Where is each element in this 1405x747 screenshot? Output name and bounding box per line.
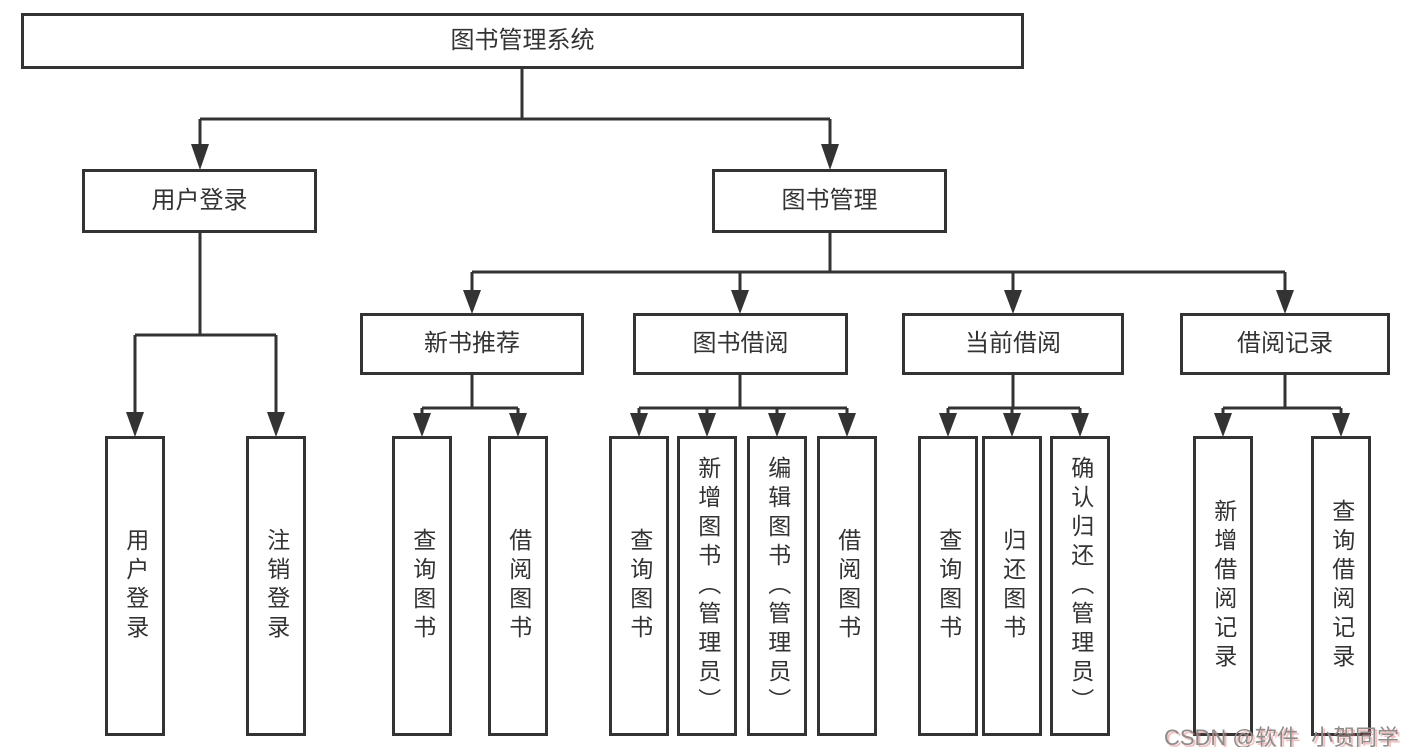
node-user-login: 用户登录 bbox=[82, 169, 317, 233]
node-book-management: 图书管理 bbox=[712, 169, 947, 233]
leaf-add-books-admin: 新增图书（管理员） bbox=[677, 436, 737, 736]
leaf-logout: 注销登录 bbox=[246, 436, 306, 736]
csdn-watermark: CSDN @软件_小贺同学 bbox=[1163, 725, 1399, 747]
leaf-query-books-1: 查询图书 bbox=[392, 436, 452, 736]
node-new-book-recommend: 新书推荐 bbox=[360, 313, 584, 375]
leaf-add-borrow-record: 新增借阅记录 bbox=[1193, 436, 1253, 736]
leaf-edit-books-admin: 编辑图书（管理员） bbox=[747, 436, 807, 736]
leaf-user-login: 用户登录 bbox=[105, 436, 165, 736]
leaf-borrow-books-2: 借阅图书 bbox=[817, 436, 877, 736]
node-book-borrow: 图书借阅 bbox=[633, 313, 848, 375]
leaf-borrow-books-1: 借阅图书 bbox=[488, 436, 548, 736]
node-current-borrow: 当前借阅 bbox=[902, 313, 1124, 375]
node-borrow-record: 借阅记录 bbox=[1180, 313, 1390, 375]
node-system-root: 图书管理系统 bbox=[21, 13, 1024, 69]
leaf-query-borrow-record: 查询借阅记录 bbox=[1311, 436, 1371, 736]
leaf-return-books: 归还图书 bbox=[982, 436, 1042, 736]
leaf-query-books-2: 查询图书 bbox=[609, 436, 669, 736]
leaf-confirm-return-admin: 确认归还（管理员） bbox=[1050, 436, 1110, 736]
leaf-query-books-3: 查询图书 bbox=[918, 436, 978, 736]
